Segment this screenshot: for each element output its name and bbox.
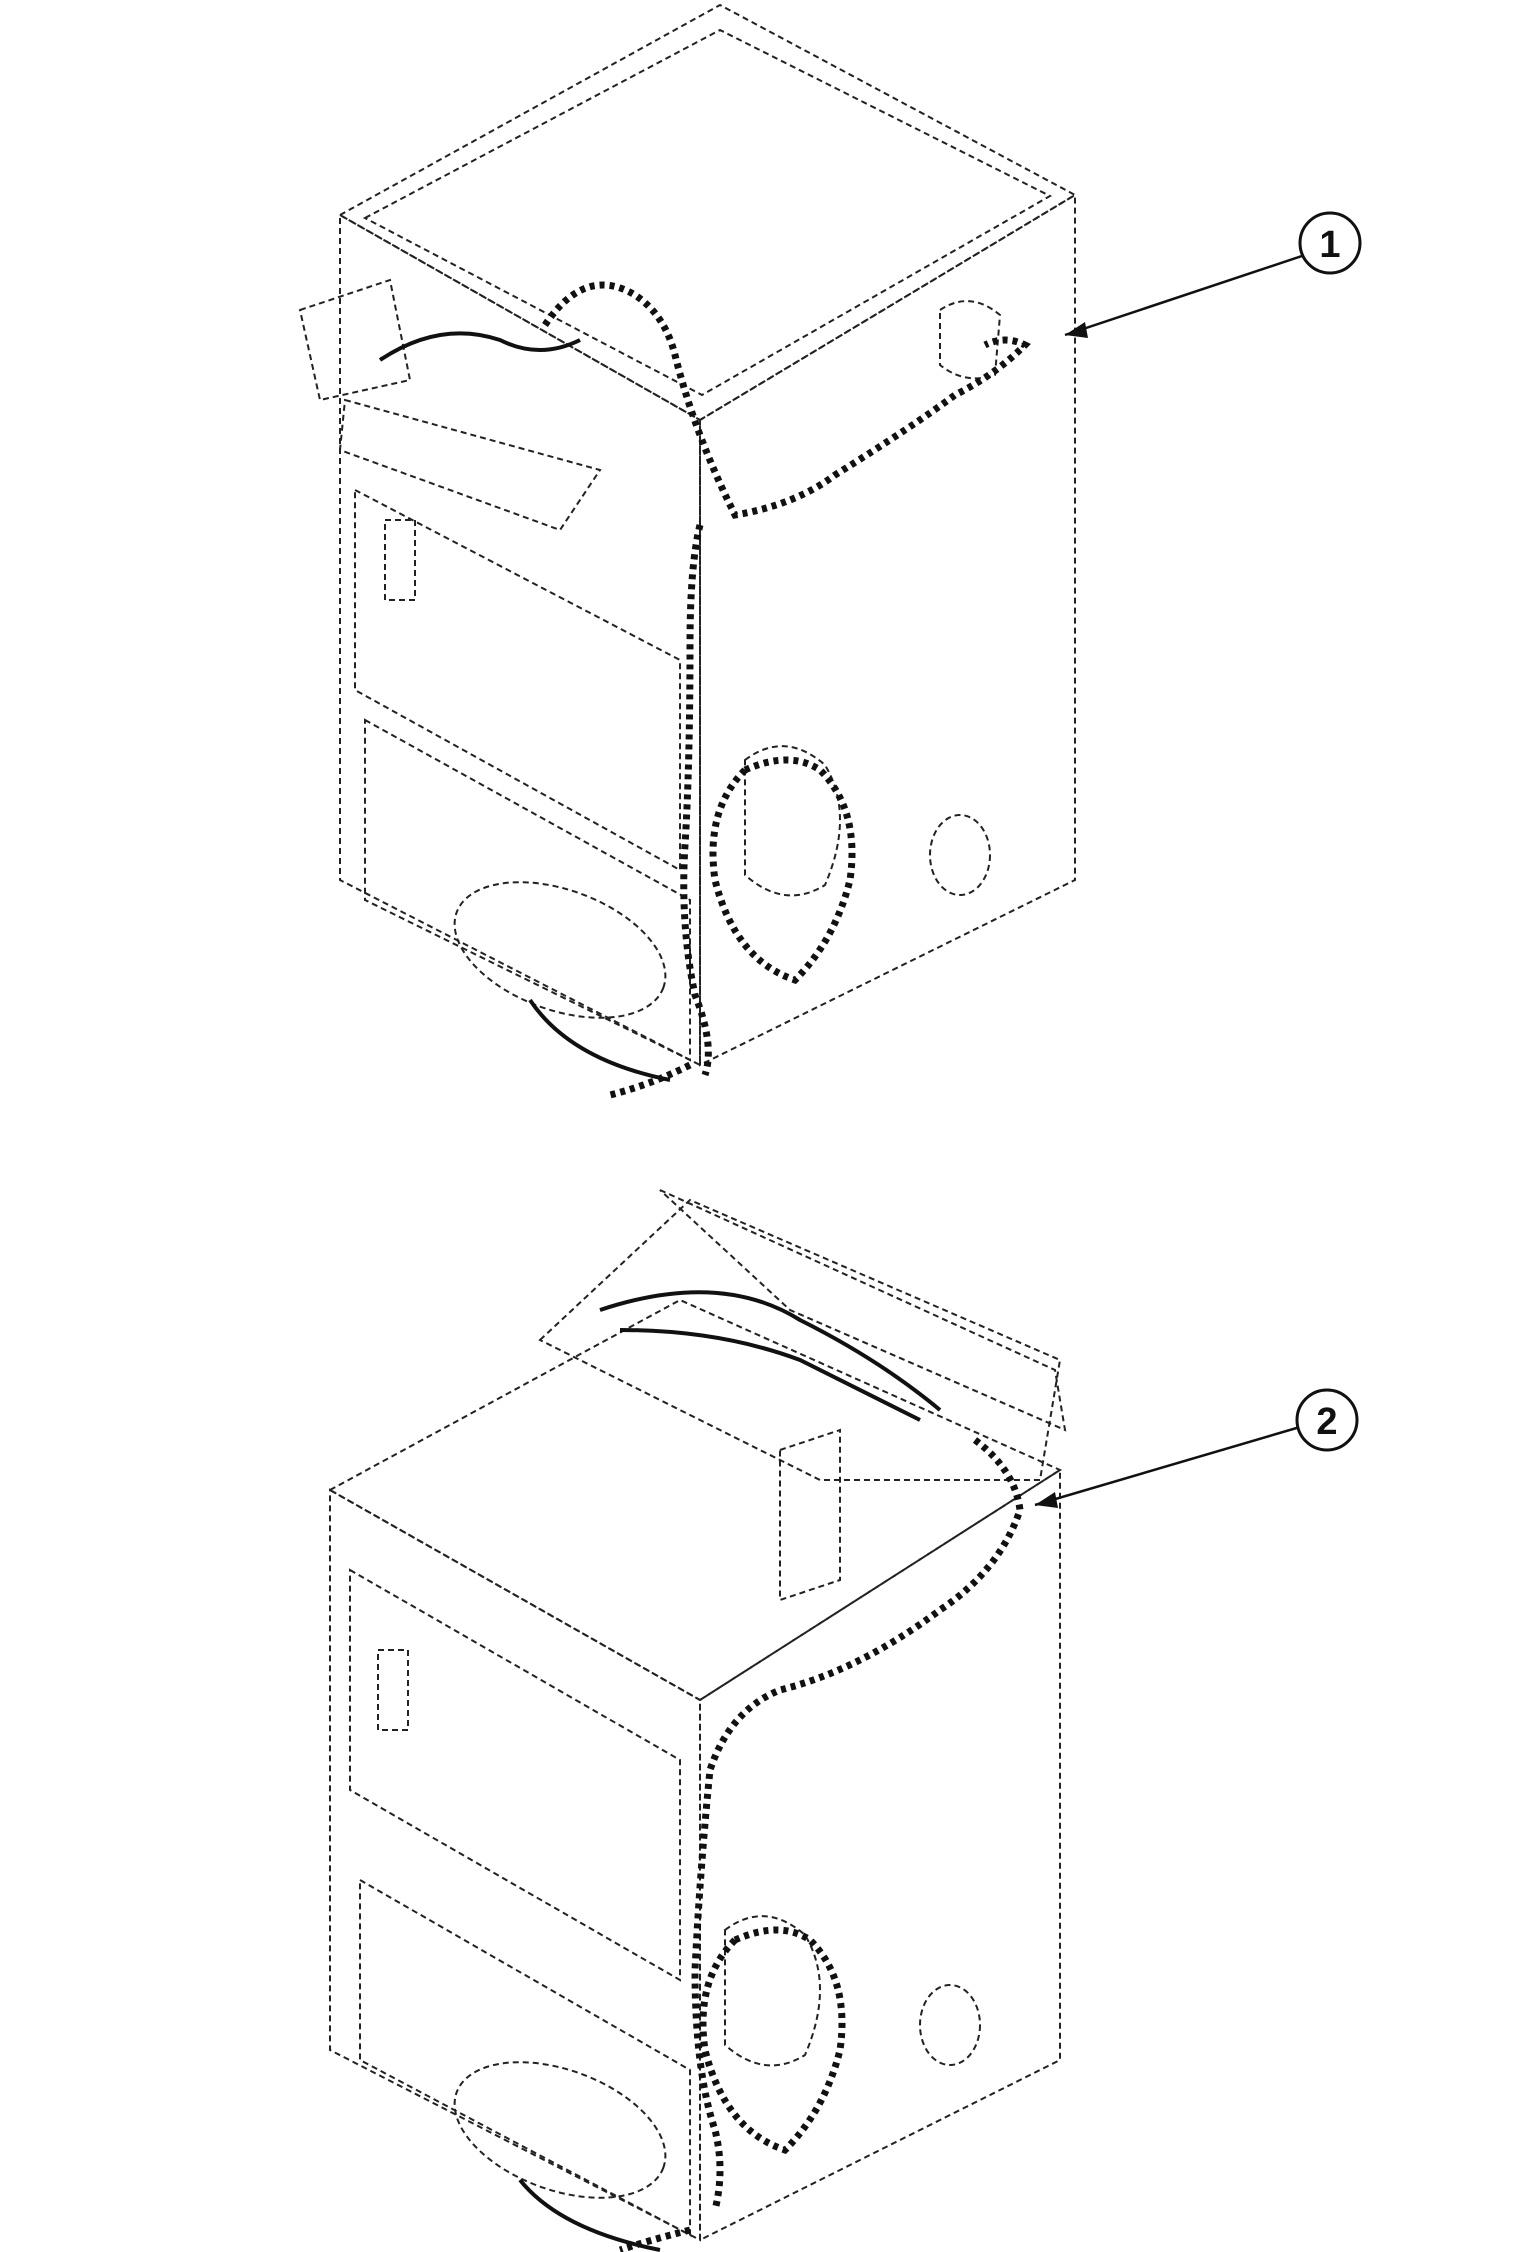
dryer-top-view	[298, 3, 1078, 1099]
callout-2-leader	[1034, 1425, 1301, 1507]
callout-1-label: 1	[1319, 224, 1340, 266]
arrowhead-icon	[1065, 322, 1088, 338]
callout-2-circle	[1295, 1388, 1359, 1452]
dryer-bottom-view	[327, 1189, 1067, 2252]
arrowhead-icon	[1035, 1492, 1058, 1508]
callout-2-label: 2	[1316, 1401, 1337, 1443]
callout-1-leader	[1064, 253, 1306, 337]
callout-1: 1	[1064, 211, 1362, 338]
callout-1-circle	[1298, 211, 1362, 275]
callout-2: 2	[1034, 1388, 1359, 1508]
